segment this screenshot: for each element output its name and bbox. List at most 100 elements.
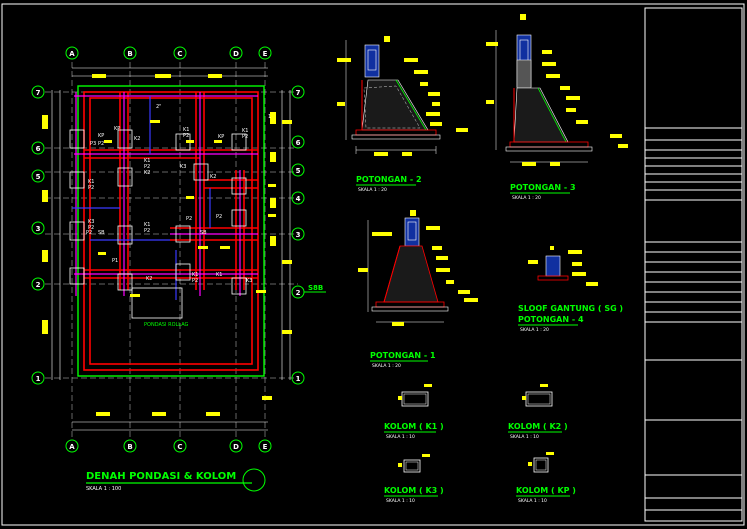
col-label-D-top: D (233, 50, 239, 58)
svg-text:K1: K1 (88, 179, 94, 185)
sheet-border (1, 3, 745, 526)
svg-text:K1: K1 (144, 222, 150, 228)
p2-scale: SKALA 1 : 20 (358, 187, 387, 193)
svg-text:P2: P2 (88, 185, 94, 191)
blue-lines (72, 96, 211, 300)
row-label-6-right: 6 (296, 139, 301, 147)
row-label-1-left: 1 (36, 375, 41, 383)
col-label-E-bottom: E (263, 443, 268, 451)
col-label-D-bottom: D (233, 443, 239, 451)
svg-text:P2: P2 (144, 164, 150, 170)
section-sloof-gantung: SLOOF GANTUNG ( SG ) POTONGAN - 4 SKALA … (518, 246, 623, 333)
col-label-B-bottom: B (127, 443, 132, 451)
k2-title: KOLOM ( K2 ) (508, 422, 568, 431)
svg-text:KP: KP (218, 134, 224, 140)
section-potongan-3: POTONGAN - 3 SKALA 1 : 20 (486, 14, 628, 201)
column-detail-k1: KOLOM ( K1 ) SKALA 1 : 10 (384, 384, 444, 440)
col-label-C-bottom: C (177, 443, 182, 451)
svg-text:P2: P2 (183, 133, 189, 139)
col-label-C-top: C (177, 50, 182, 58)
p1-title: POTONGAN - 1 (370, 351, 436, 360)
svg-text:P3: P3 (90, 141, 96, 147)
svg-text:P2: P2 (144, 228, 150, 234)
svg-text:P2: P2 (86, 230, 92, 236)
row-label-2-left: 2 (36, 281, 41, 289)
col-label-B-top: B (127, 50, 132, 58)
svg-text:K2: K2 (134, 136, 140, 142)
svg-text:P2: P2 (192, 278, 198, 284)
svg-text:P2: P2 (242, 134, 248, 140)
col-label-A-bottom: A (69, 443, 75, 451)
row-label-3-right: 3 (296, 231, 301, 239)
p3-scale: SKALA 1 : 20 (512, 195, 541, 201)
title-block (644, 7, 743, 522)
sloof-lines (74, 92, 258, 296)
svg-text:SB: SB (200, 230, 207, 236)
row-label-6-left: 6 (36, 145, 41, 153)
column-detail-k2: KOLOM ( K2 ) SKALA 1 : 10 (508, 384, 568, 440)
row-label-3-left: 3 (36, 225, 41, 233)
grid-bubbles-bottom (65, 439, 272, 453)
k1-title: KOLOM ( K1 ) (384, 422, 444, 431)
plan-outline-green (77, 85, 265, 377)
col-label-E-top: E (263, 50, 268, 58)
row-label-1-right: 1 (296, 375, 301, 383)
svg-text:K1: K1 (144, 158, 150, 164)
rollag-outline (131, 287, 183, 319)
svg-text:K2: K2 (144, 170, 150, 176)
svg-text:KP: KP (98, 133, 104, 139)
grid-axes (45, 62, 298, 440)
row-label-5-right: 5 (296, 167, 301, 175)
rollag-note: PONDASI ROLLAG (144, 322, 189, 328)
plan-scale: SKALA 1 : 100 (86, 486, 121, 492)
section-potongan-1: POTONGAN - 1 SKALA 1 : 20 (358, 210, 478, 369)
sg-scale: SKALA 1 : 20 (520, 327, 549, 333)
svg-text:K3: K3 (180, 164, 186, 170)
row-label-7-left: 7 (36, 89, 41, 97)
svg-text:K3: K3 (246, 278, 252, 284)
svg-text:KP: KP (114, 126, 120, 132)
svg-text:P2: P2 (186, 216, 192, 222)
p3-title: POTONGAN - 3 (510, 183, 576, 192)
p2-title: POTONGAN - 2 (356, 175, 422, 184)
sloof-tag: S8B (308, 284, 323, 292)
k3-scale: SKALA 1 : 10 (386, 498, 415, 504)
row-label-4-right: 4 (296, 195, 301, 203)
svg-text:P2: P2 (88, 225, 94, 231)
sg-title-1: SLOOF GANTUNG ( SG ) (518, 304, 623, 313)
column-detail-kp: KOLOM ( KP ) SKALA 1 : 10 (516, 452, 576, 504)
sg-title-2: POTONGAN - 4 (518, 315, 584, 324)
k2-scale: SKALA 1 : 10 (510, 434, 539, 440)
north-symbol (242, 468, 266, 492)
svg-text:P2: P2 (98, 141, 104, 147)
column-detail-k3: KOLOM ( K3 ) SKALA 1 : 10 (384, 454, 444, 504)
row-label-7-right: 7 (296, 89, 301, 97)
foundation-lines (83, 91, 259, 371)
svg-text:K1: K1 (183, 127, 189, 133)
column-boxes (69, 129, 247, 295)
svg-text:P2: P2 (216, 214, 222, 220)
row-label-5-left: 5 (36, 173, 41, 181)
kp-scale: SKALA 1 : 10 (518, 498, 547, 504)
svg-text:K2: K2 (146, 276, 152, 282)
grid-bubbles-top (65, 46, 272, 60)
plan-annotation-bars (42, 74, 292, 416)
k1-scale: SKALA 1 : 10 (386, 434, 415, 440)
svg-text:K1: K1 (216, 272, 222, 278)
svg-text:2": 2" (156, 104, 161, 110)
svg-text:K2: K2 (210, 174, 216, 180)
kp-title: KOLOM ( KP ) (516, 486, 576, 495)
svg-text:1: 1 (268, 114, 271, 120)
grid-bubbles-right (291, 85, 305, 385)
section-potongan-2: POTONGAN - 2 SKALA 1 : 20 (337, 36, 468, 193)
svg-text:K3: K3 (88, 219, 94, 225)
col-label-A-top: A (69, 50, 75, 58)
row-label-2-right: 2 (296, 289, 301, 297)
k3-title: KOLOM ( K3 ) (384, 486, 444, 495)
grid-bubbles-left (31, 85, 45, 385)
svg-text:K1: K1 (242, 128, 248, 134)
plan-title: DENAH PONDASI & KOLOM (86, 471, 236, 482)
